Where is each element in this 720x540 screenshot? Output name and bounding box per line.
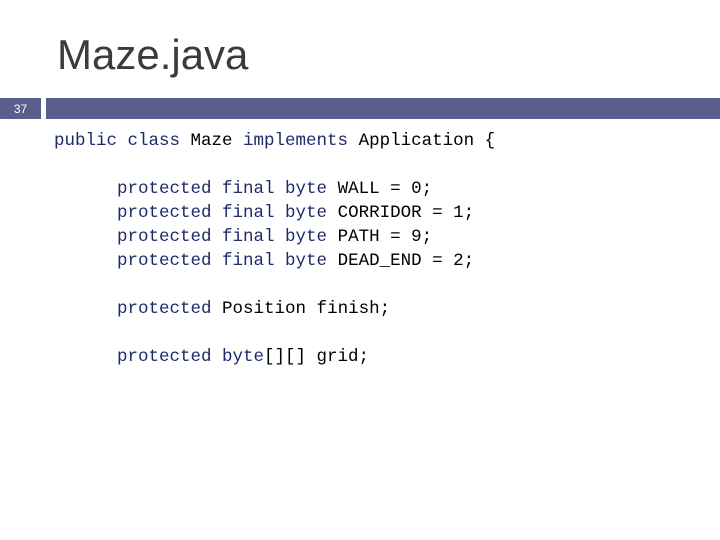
code-keyword: public class [54,131,191,151]
code-text [54,299,117,319]
code-line: public class Maze implements Application… [54,129,495,153]
slide-title: Maze.java [57,31,249,78]
code-keyword: protected final byte [117,179,338,199]
code-keyword: protected final byte [117,203,338,223]
code-block: public class Maze implements Application… [54,129,495,369]
code-text: Maze [190,131,244,151]
code-line: protected final byte PATH = 9; [54,225,495,249]
code-line: protected final byte CORRIDOR = 1; [54,201,495,225]
code-text: PATH = 9; [337,227,433,247]
code-text [54,251,117,271]
code-text [54,227,117,247]
code-line: protected final byte WALL = 0; [54,177,495,201]
code-line: protected Position finish; [54,297,495,321]
code-line [54,273,495,297]
slide-number-badge: 37 [0,98,41,119]
code-keyword: protected byte [117,347,265,367]
code-keyword: protected final byte [117,227,338,247]
code-text: Application { [358,131,496,151]
code-text: WALL = 0; [337,179,433,199]
code-text [54,203,117,223]
code-line: protected final byte DEAD_END = 2; [54,249,495,273]
code-text: Position finish; [222,299,391,319]
code-line [54,321,495,345]
code-text: CORRIDOR = 1; [337,203,475,223]
code-text: [][] grid; [264,347,370,367]
code-keyword: implements [243,131,359,151]
title-divider-bar [46,98,720,119]
code-text [54,179,117,199]
code-keyword: protected final byte [117,251,338,271]
code-text: DEAD_END = 2; [337,251,475,271]
code-keyword: protected [117,299,223,319]
code-line: protected byte[][] grid; [54,345,495,369]
code-text [54,347,117,367]
code-line [54,153,495,177]
